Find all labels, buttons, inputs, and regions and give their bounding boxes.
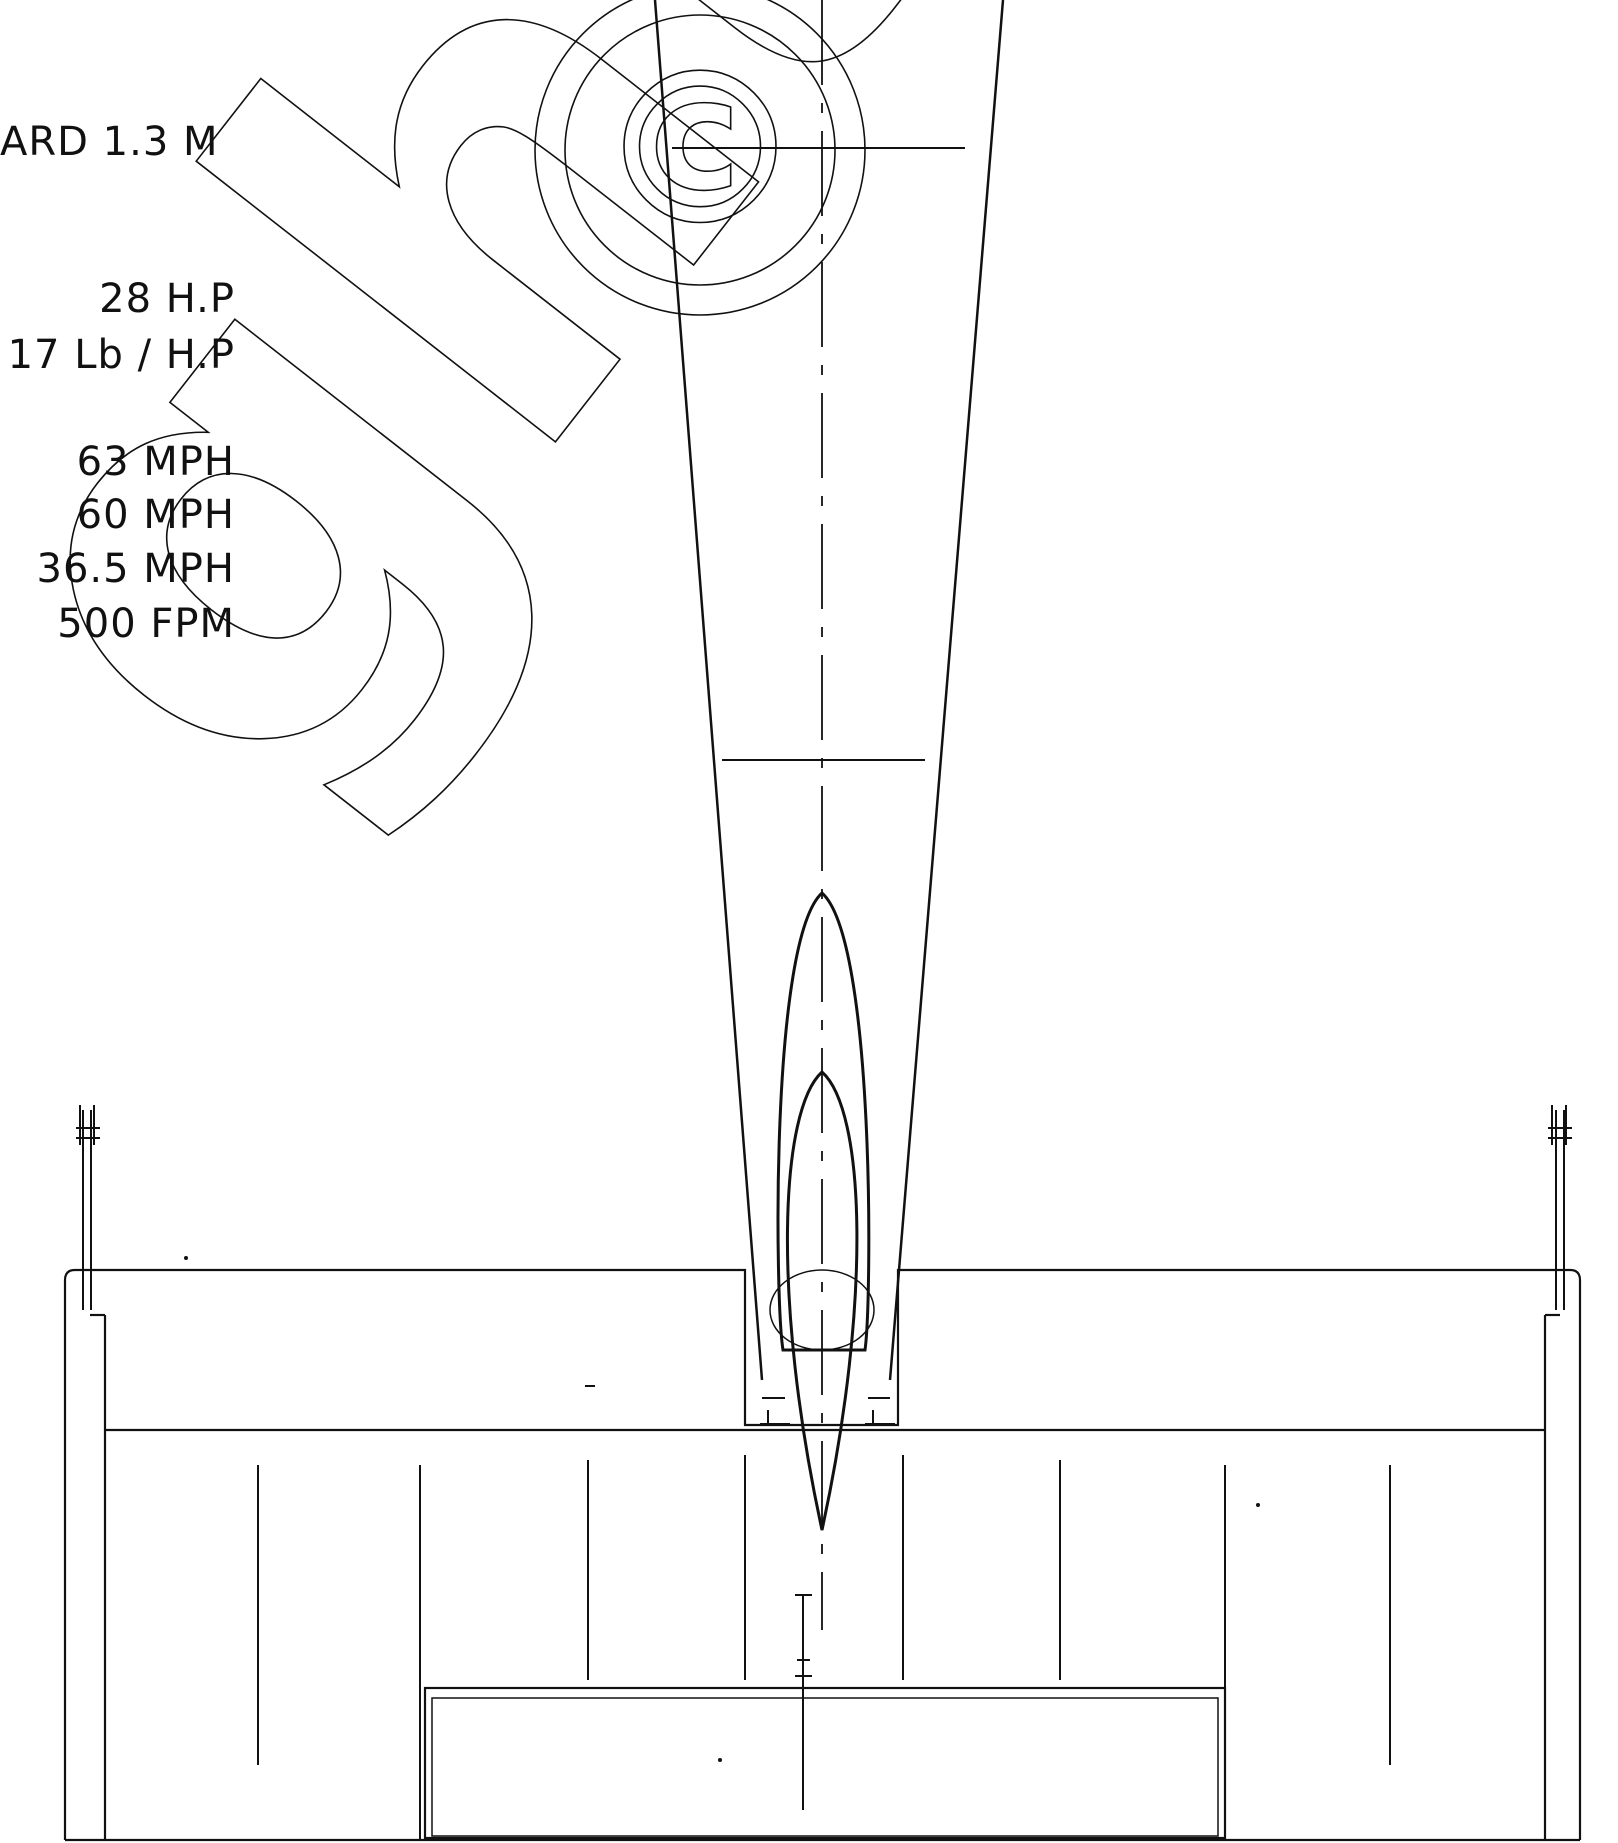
right-pod-fitting <box>865 1397 895 1425</box>
speed-3-spec: 36.5 MPH <box>37 546 236 592</box>
watermark-text: ght <box>0 0 1076 907</box>
speed-2-spec: 60 MPH <box>77 492 235 538</box>
pod-inner <box>786 1069 859 1531</box>
right-tip-horn <box>1548 1105 1572 1310</box>
spec-block: ARD 1.3 M 28 H.P 17 Lb / H.P 63 MPH 60 M… <box>0 119 236 647</box>
power-loading-spec: 17 Lb / H.P <box>8 332 235 378</box>
trim-tab-outer <box>423 1686 1227 1840</box>
horizontal-stabilizer <box>63 1268 1582 1842</box>
horsepower-spec: 28 H.P <box>99 276 235 322</box>
speed-1-spec: 63 MPH <box>77 439 235 485</box>
pilot-seat <box>769 1269 875 1351</box>
trim-tab-inner <box>431 1697 1219 1837</box>
stabilizer-outline <box>63 1268 1582 1840</box>
control-horns <box>76 1105 1572 1810</box>
copyright-watermark: © ght <box>0 0 1077 908</box>
tail-boom <box>653 0 1005 1630</box>
chord-spec: ARD 1.3 M <box>0 119 219 165</box>
left-pod-fitting <box>760 1397 790 1425</box>
boom-right-edge <box>888 0 1005 1381</box>
left-tip-horn <box>76 1105 100 1310</box>
drawing-specks <box>184 1256 1260 1762</box>
watermark-inner-circle <box>564 14 836 286</box>
center-horn <box>795 1594 812 1810</box>
fuselage-pod <box>769 890 875 1531</box>
climb-spec: 500 FPM <box>57 601 235 647</box>
watermark-symbol: © <box>595 28 805 273</box>
watermark-outer-circle <box>534 0 866 316</box>
boom-left-edge <box>653 0 764 1381</box>
elevator-ribs <box>257 1455 1391 1840</box>
